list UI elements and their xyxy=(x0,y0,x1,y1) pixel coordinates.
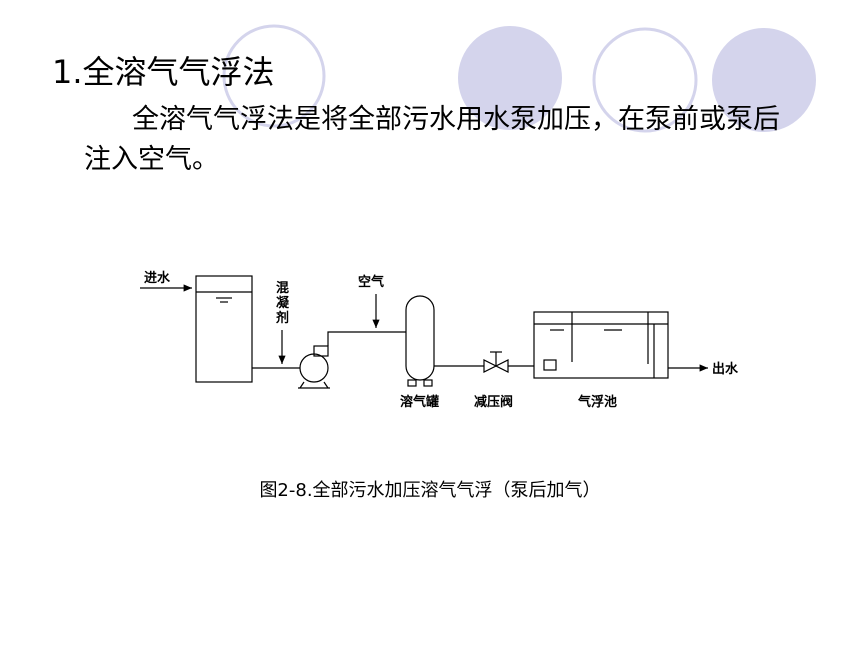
label-pressure-valve: 减压阀 xyxy=(474,394,513,410)
process-diagram: 进水 混 凝 剂 空气 溶气罐 减压阀 气浮池 出水 xyxy=(140,270,739,410)
label-inlet: 进水 xyxy=(144,270,171,286)
label-flotation-pool: 气浮池 xyxy=(578,394,617,410)
pipe-pump-tank xyxy=(327,331,406,346)
label-coagulant-1: 混 xyxy=(276,281,289,296)
decor-circle-filled-2 xyxy=(712,28,816,132)
label-outlet: 出水 xyxy=(712,361,739,377)
decor-circle-outline-1 xyxy=(222,24,326,128)
decor-circle-filled-1 xyxy=(458,26,562,130)
slide-title: 1.全溶气气浮法 xyxy=(52,53,275,91)
flotation-pool xyxy=(533,311,669,379)
decor-circle-outline-2 xyxy=(592,27,698,133)
slide-paragraph: 全溶气气浮法是将全部污水用水泵加压，在泵前或泵后注入空气。 xyxy=(84,104,780,175)
raw-water-tank xyxy=(195,275,253,383)
label-dissolved-air-tank: 溶气罐 xyxy=(400,394,439,410)
pump-icon xyxy=(299,353,329,383)
label-coagulant-3: 剂 xyxy=(275,310,289,326)
label-air: 空气 xyxy=(358,274,384,290)
label-coagulant-2: 凝 xyxy=(276,295,290,311)
figure-caption: 图2-8.全部污水加压溶气气浮（泵后加气） xyxy=(259,480,601,501)
valve-right xyxy=(494,359,509,373)
valve-left xyxy=(483,359,498,373)
dissolved-air-tank xyxy=(405,295,435,381)
